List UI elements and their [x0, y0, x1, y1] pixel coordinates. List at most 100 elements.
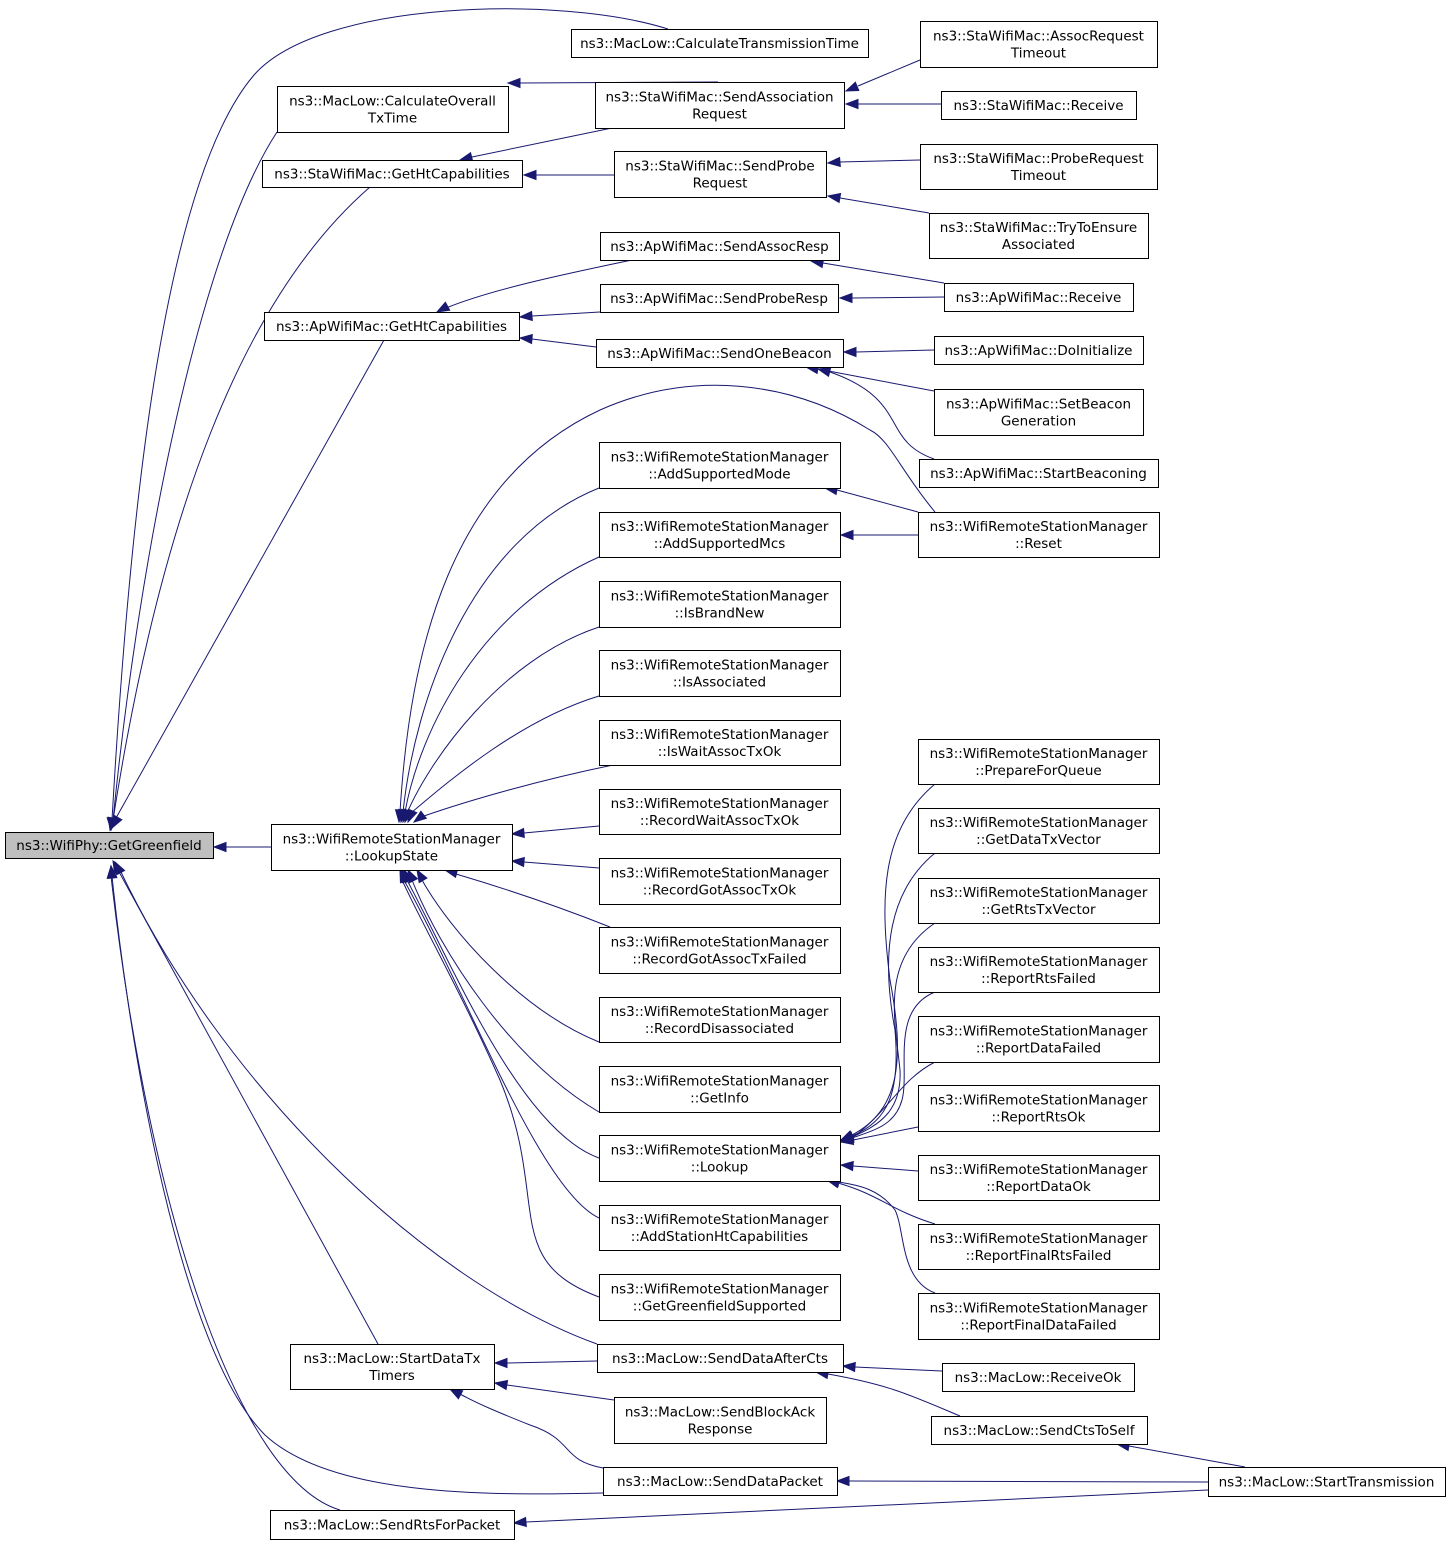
node-recordGotAssocTxFailed[interactable]: ns3::WifiRemoteStationManager::RecordGot… — [599, 927, 841, 974]
node-box[interactable] — [614, 151, 827, 198]
node-box[interactable] — [600, 232, 840, 261]
node-box[interactable] — [918, 1155, 1160, 1201]
node-box[interactable] — [929, 213, 1149, 259]
node-box[interactable] — [599, 720, 841, 766]
node-box[interactable] — [599, 442, 841, 489]
node-box[interactable] — [597, 1344, 844, 1373]
node-addStationHt[interactable]: ns3::WifiRemoteStationManager::AddStatio… — [599, 1205, 841, 1251]
node-box[interactable] — [599, 927, 841, 974]
node-box[interactable] — [934, 336, 1144, 365]
node-sendCtsToSelf[interactable]: ns3::MacLow::SendCtsToSelf — [931, 1416, 1148, 1445]
node-box[interactable] — [595, 82, 845, 129]
node-box[interactable] — [599, 789, 841, 835]
node-reportFinalDataFailed[interactable]: ns3::WifiRemoteStationManager::ReportFin… — [918, 1293, 1160, 1340]
node-box[interactable] — [918, 739, 1160, 785]
node-getRtsTxVector[interactable]: ns3::WifiRemoteStationManager::GetRtsTxV… — [918, 878, 1160, 924]
node-box[interactable] — [942, 1363, 1135, 1392]
node-sendOneBeacon[interactable]: ns3::ApWifiMac::SendOneBeacon — [596, 339, 844, 368]
node-box[interactable] — [599, 858, 841, 905]
node-calcTx[interactable]: ns3::MacLow::CalculateTransmissionTime — [571, 29, 869, 58]
node-box[interactable] — [918, 1085, 1160, 1132]
node-box[interactable] — [603, 1467, 838, 1496]
node-sendDataPacket[interactable]: ns3::MacLow::SendDataPacket — [603, 1467, 838, 1496]
node-isWaitAssocTxOk[interactable]: ns3::WifiRemoteStationManager::IsWaitAss… — [599, 720, 841, 766]
node-box[interactable] — [599, 997, 841, 1043]
node-box[interactable] — [934, 389, 1144, 436]
node-isAssociated[interactable]: ns3::WifiRemoteStationManager::IsAssocia… — [599, 650, 841, 697]
node-getGreenfieldSupported[interactable]: ns3::WifiRemoteStationManager::GetGreenf… — [599, 1274, 841, 1321]
node-box[interactable] — [1208, 1467, 1446, 1497]
node-box[interactable] — [931, 1416, 1148, 1445]
node-root[interactable]: ns3::WifiPhy::GetGreenfield — [5, 832, 214, 859]
node-box[interactable] — [614, 1397, 827, 1444]
node-box[interactable] — [599, 581, 841, 628]
node-box[interactable] — [277, 86, 509, 133]
node-recordGotAssocTxOk[interactable]: ns3::WifiRemoteStationManager::RecordGot… — [599, 858, 841, 905]
node-box[interactable] — [599, 1274, 841, 1321]
node-box[interactable] — [918, 947, 1160, 993]
node-reportRtsOk[interactable]: ns3::WifiRemoteStationManager::ReportRts… — [918, 1085, 1160, 1132]
node-reportDataFailed[interactable]: ns3::WifiRemoteStationManager::ReportDat… — [918, 1016, 1160, 1063]
node-lookupState[interactable]: ns3::WifiRemoteStationManager::LookupSta… — [271, 824, 513, 871]
node-box[interactable] — [918, 808, 1160, 854]
node-reportDataOk[interactable]: ns3::WifiRemoteStationManager::ReportDat… — [918, 1155, 1160, 1201]
node-sendRts[interactable]: ns3::MacLow::SendRtsForPacket — [270, 1510, 515, 1540]
node-box[interactable] — [571, 29, 869, 58]
node-box[interactable] — [944, 283, 1134, 312]
node-lookup[interactable]: ns3::WifiRemoteStationManager::Lookup — [599, 1135, 841, 1182]
node-box[interactable] — [918, 512, 1160, 558]
node-box[interactable] — [919, 459, 1159, 488]
node-box[interactable] — [290, 1344, 495, 1390]
node-box[interactable] — [599, 1205, 841, 1251]
node-prepareForQueue[interactable]: ns3::WifiRemoteStationManager::PrepareFo… — [918, 739, 1160, 785]
node-getInfo[interactable]: ns3::WifiRemoteStationManager::GetInfo — [599, 1066, 841, 1113]
node-box[interactable] — [271, 824, 513, 871]
node-box[interactable] — [599, 1135, 841, 1182]
node-sendProbeResp[interactable]: ns3::ApWifiMac::SendProbeResp — [600, 284, 839, 313]
node-box[interactable] — [920, 21, 1158, 68]
node-box[interactable] — [599, 1066, 841, 1113]
node-box[interactable] — [264, 312, 520, 341]
node-staReceive[interactable]: ns3::StaWifiMac::Receive — [941, 91, 1137, 120]
node-doInitialize[interactable]: ns3::ApWifiMac::DoInitialize — [934, 336, 1144, 365]
node-apHt[interactable]: ns3::ApWifiMac::GetHtCapabilities — [264, 312, 520, 341]
node-box[interactable] — [5, 832, 214, 859]
node-recordWaitAssocTxOk[interactable]: ns3::WifiRemoteStationManager::RecordWai… — [599, 789, 841, 835]
node-addSupportedMcs[interactable]: ns3::WifiRemoteStationManager::AddSuppor… — [599, 512, 841, 558]
node-addSupportedMode[interactable]: ns3::WifiRemoteStationManager::AddSuppor… — [599, 442, 841, 489]
node-box[interactable] — [918, 1016, 1160, 1063]
node-box[interactable] — [262, 160, 523, 188]
node-reportFinalRtsFailed[interactable]: ns3::WifiRemoteStationManager::ReportFin… — [918, 1224, 1160, 1270]
node-startBeaconing[interactable]: ns3::ApWifiMac::StartBeaconing — [919, 459, 1159, 488]
node-box[interactable] — [918, 1293, 1160, 1340]
node-getDataTxVector[interactable]: ns3::WifiRemoteStationManager::GetDataTx… — [918, 808, 1160, 854]
node-receiveOk[interactable]: ns3::MacLow::ReceiveOk — [942, 1363, 1135, 1392]
node-box[interactable] — [918, 1224, 1160, 1270]
node-box[interactable] — [270, 1510, 515, 1540]
node-box[interactable] — [600, 284, 839, 313]
node-isBrandNew[interactable]: ns3::WifiRemoteStationManager::IsBrandNe… — [599, 581, 841, 628]
node-staHt[interactable]: ns3::StaWifiMac::GetHtCapabilities — [262, 160, 523, 188]
node-reset[interactable]: ns3::WifiRemoteStationManager::Reset — [918, 512, 1160, 558]
node-box[interactable] — [599, 512, 841, 558]
node-apReceive[interactable]: ns3::ApWifiMac::Receive — [944, 283, 1134, 312]
node-box[interactable] — [596, 339, 844, 368]
node-box[interactable] — [918, 878, 1160, 924]
node-recordDisassociated[interactable]: ns3::WifiRemoteStationManager::RecordDis… — [599, 997, 841, 1043]
node-sendDataAfterCts[interactable]: ns3::MacLow::SendDataAfterCts — [597, 1344, 844, 1373]
node-sendAssocResp[interactable]: ns3::ApWifiMac::SendAssocResp — [600, 232, 840, 261]
node-box[interactable] — [920, 144, 1158, 190]
node-box[interactable] — [941, 91, 1137, 120]
node-startTransmission[interactable]: ns3::MacLow::StartTransmission — [1208, 1467, 1446, 1497]
node-box[interactable] — [599, 650, 841, 697]
node-reportRtsFailed[interactable]: ns3::WifiRemoteStationManager::ReportRts… — [918, 947, 1160, 993]
